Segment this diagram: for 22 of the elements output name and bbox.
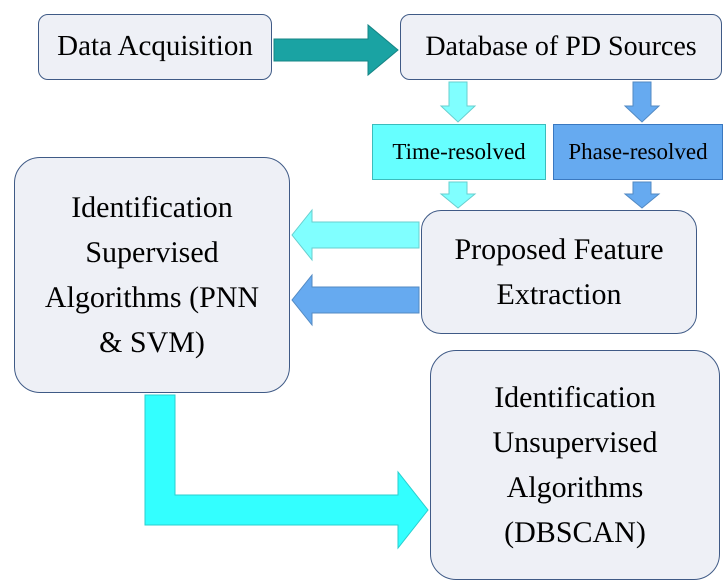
block-arrow <box>624 82 660 123</box>
process-box <box>430 350 720 580</box>
block-arrow <box>144 394 429 550</box>
node-label: Phase-resolved <box>568 138 708 166</box>
node-label: Proposed Feature Extraction <box>453 232 665 313</box>
process-box <box>38 14 272 80</box>
process-box <box>14 157 290 393</box>
node-label: Database of PD Sources <box>425 30 697 64</box>
node-label: Identification Unsupervised Algorithms (DBSCAN) <box>492 380 658 551</box>
block-arrow <box>624 182 660 209</box>
node-label: Data Acquisition <box>57 29 253 64</box>
label-box <box>553 124 723 180</box>
block-arrow <box>274 24 399 76</box>
node-label: Time-resolved <box>392 138 526 166</box>
block-arrow <box>291 274 420 326</box>
block-arrow <box>440 82 476 123</box>
process-box <box>400 14 722 80</box>
block-arrow <box>440 182 476 209</box>
process-box <box>421 210 697 334</box>
label-box <box>372 124 546 180</box>
block-arrow <box>291 208 420 262</box>
node-label: Identification Supervised Algorithms (PNN & SVM) <box>44 190 260 361</box>
